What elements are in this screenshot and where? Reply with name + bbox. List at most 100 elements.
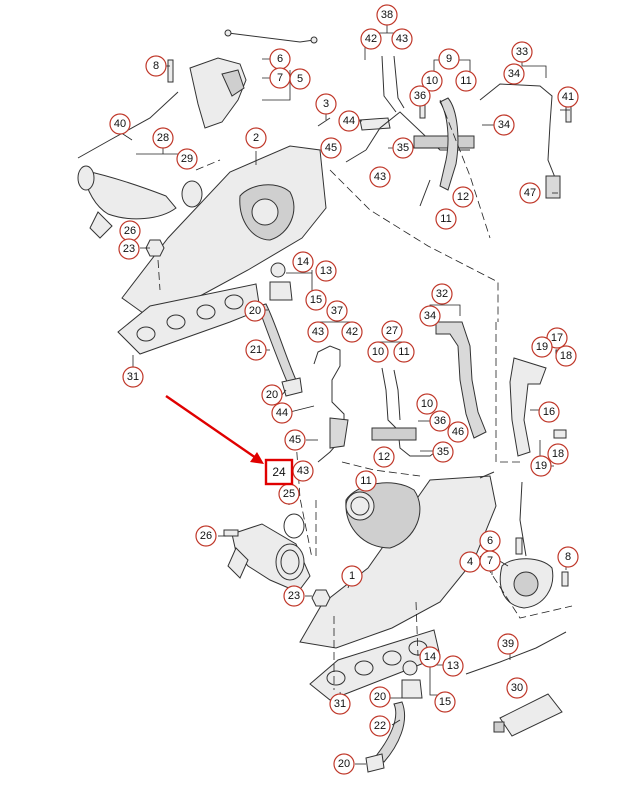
callout-30: 30 [506,677,528,699]
callout-44: 44 [338,110,360,132]
callout-number: 39 [502,638,514,650]
callout-number: 9 [446,53,452,65]
callout-9: 9 [438,48,460,70]
callout-43: 43 [391,28,413,50]
callout-16: 16 [538,401,560,423]
highlighted-part-number: 24 [272,465,286,479]
callout-number: 10 [372,346,384,358]
callout-ring [245,127,267,149]
callout-ring [373,446,395,468]
callout-number: 11 [460,75,471,87]
callout-ring [506,677,528,699]
callout-41: 41 [557,86,579,108]
callout-ring [367,341,389,363]
callout-4: 4 [459,551,481,573]
highlighted-part-label: 24 [264,458,294,486]
callout-36: 36 [409,85,431,107]
callout-ring [355,470,377,492]
callout-13: 13 [315,260,337,282]
callout-ring [369,166,391,188]
callout-44: 44 [271,402,293,424]
callout-36: 36 [429,410,451,432]
callout-26: 26 [119,220,141,242]
callout-number: 18 [560,350,572,362]
callout-ring [381,320,403,342]
callout-number: 6 [487,535,493,547]
callout-number: 20 [249,305,261,317]
callout-ring [369,715,391,737]
callout-43: 43 [307,321,329,343]
callout-3: 3 [315,93,337,115]
callout-number: 17 [551,332,563,344]
callout-number: 5 [297,73,303,85]
callout-ring [289,68,311,90]
callout-ring [479,550,501,572]
callout-number: 44 [276,407,288,419]
callout-number: 14 [297,256,309,268]
callout-ring [284,429,306,451]
callout-ring [547,443,569,465]
callout-12: 12 [373,446,395,468]
callout-number: 20 [374,691,386,703]
callout-number: 13 [320,265,332,277]
upper-turbo-assembly [77,29,572,397]
callout-6: 6 [479,530,501,552]
callout-number: 36 [434,415,446,427]
callout-number: 42 [365,33,377,45]
callout-number: 19 [535,460,547,472]
callout-number: 37 [331,305,343,317]
callout-ring [429,410,451,432]
callout-number: 3 [323,98,329,110]
callout-ring [393,341,415,363]
callout-ring [122,366,144,388]
callout-ring [434,691,456,713]
callout-number: 14 [424,651,436,663]
callout-47: 47 [519,182,541,204]
callout-ring [376,4,398,26]
callout-number: 4 [467,556,473,568]
callout-ring [320,137,342,159]
callout-7: 7 [479,550,501,572]
callout-number: 30 [511,682,523,694]
callout-35: 35 [392,137,414,159]
callout-11: 11 [455,70,477,92]
callout-ring [305,289,327,311]
callout-34: 34 [493,114,515,136]
callout-number: 8 [153,60,159,72]
callout-number: 11 [398,346,409,358]
callout-21: 21 [245,339,267,361]
highlight-box [264,458,294,486]
callout-22: 22 [369,715,391,737]
callout-40: 40 [109,113,131,135]
callout-number: 27 [386,325,398,337]
callout-number: 46 [452,426,464,438]
callout-ring [176,148,198,170]
callout-number: 43 [297,465,309,477]
callout-number: 11 [440,213,451,225]
callout-8: 8 [145,55,167,77]
callout-ring [416,393,438,415]
callout-ring [530,455,552,477]
callout-29: 29 [176,148,198,170]
callout-ring [369,686,391,708]
callout-31: 31 [329,693,351,715]
callout-ring [391,28,413,50]
callout-35: 35 [432,441,454,463]
callout-ring [261,384,283,406]
callout-ring [341,565,363,587]
callout-ring [447,421,469,443]
callout-ring [315,260,337,282]
callout-ring [455,70,477,92]
callout-43: 43 [369,166,391,188]
callout-number: 43 [374,171,386,183]
callout-ring [283,585,305,607]
callout-number: 42 [346,326,358,338]
callout-11: 11 [435,208,457,230]
callout-20: 20 [333,753,355,775]
callout-number: 15 [439,696,451,708]
callout-number: 45 [289,434,301,446]
callout-ring [531,336,553,358]
callout-1: 1 [341,565,363,587]
callout-ring [118,238,140,260]
callout-26: 26 [195,525,217,547]
